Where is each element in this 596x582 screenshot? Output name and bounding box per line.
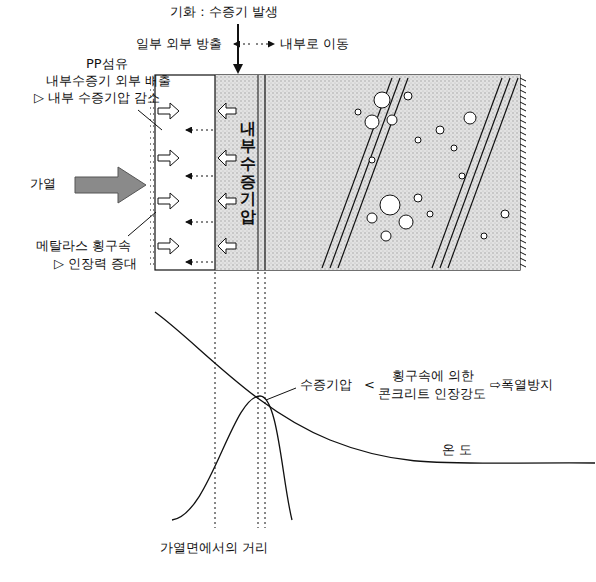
vapor-pressure-band: 내부수증기압	[215, 75, 265, 270]
heating-label: 가열	[30, 176, 56, 192]
out-arrow	[234, 44, 250, 45]
strength-label: 콘크리트 인장강도	[378, 386, 486, 402]
result-label: ⇨폭열방지	[490, 377, 553, 393]
concrete-body	[215, 75, 520, 270]
comparison-symbol: <	[364, 377, 375, 393]
curve-label: 온 도	[442, 442, 472, 458]
vapor-pressure-curve	[172, 396, 292, 520]
axis-label: 가열면에서의 거리	[160, 540, 268, 556]
in-arrow	[256, 44, 274, 45]
inflow-label: 내부로 이동	[280, 36, 349, 52]
effect-label: 내부수증기 외부 배출	[46, 73, 171, 89]
vapor-arrow	[237, 24, 239, 72]
band-arrows	[218, 103, 236, 254]
outflow-arrows	[158, 103, 179, 254]
effect-label: ▷ 내부 수증기압 감소	[34, 90, 160, 106]
void-bubbles	[355, 92, 509, 241]
heating-arrow	[75, 167, 146, 203]
material-label: 메탈라스 횡구속	[36, 238, 131, 254]
effect-label: ▷ 인장력 증대	[54, 256, 137, 272]
guide-lines	[215, 272, 265, 528]
leader-line	[128, 212, 156, 236]
vertical-label: 내부수증기압	[240, 120, 256, 226]
escape-arrows	[186, 130, 213, 262]
strength-label: 횡구속에 의한	[392, 368, 474, 384]
curve-label: 수증기압	[300, 377, 352, 393]
outflow-label: 일부 외부 방출	[136, 36, 222, 52]
leader-line	[138, 110, 162, 130]
rebar	[322, 78, 518, 268]
process-label: 기화 : 수증기 발생	[170, 4, 278, 20]
leader-line	[266, 388, 296, 400]
temperature-curve	[155, 312, 595, 463]
material-label: PP섬유	[86, 56, 128, 72]
concrete-block	[155, 75, 520, 270]
